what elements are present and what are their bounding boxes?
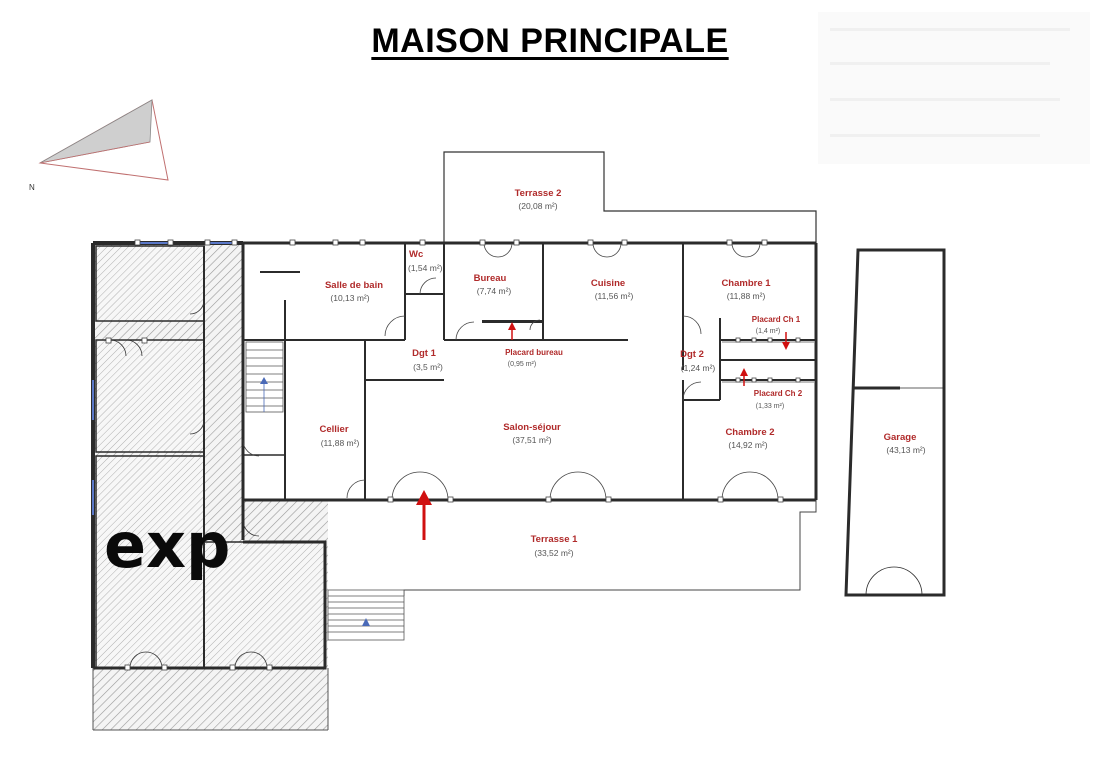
interior-staircase — [245, 341, 284, 413]
room-area-dgt1: (3,5 m²) — [413, 362, 443, 372]
exp-logo: exp — [104, 509, 230, 582]
left-wing-hatched — [91, 241, 329, 731]
entrance-arrow — [416, 490, 432, 540]
room-name-cuisine: Cuisine — [591, 278, 625, 289]
closet-rails — [722, 341, 814, 383]
garage-walls — [844, 248, 946, 597]
room-name-bureau: Bureau — [474, 273, 507, 284]
placard-ch2-arrow — [740, 368, 748, 386]
room-area-placard-bureau: (0,95 m²) — [508, 361, 536, 368]
compass-icon — [38, 99, 169, 181]
room-name-placard-bureau: Placard bureau — [505, 348, 563, 357]
room-area-placard-ch2: (1,33 m²) — [756, 403, 784, 410]
room-name-placard-ch2: Placard Ch 2 — [754, 389, 803, 398]
room-area-cellier: (11,88 m²) — [321, 438, 360, 448]
room-area-chambre2: (14,92 m²) — [728, 440, 767, 450]
room-name-terrasse2: Terrasse 2 — [515, 188, 562, 199]
room-name-placard-ch1: Placard Ch 1 — [752, 315, 801, 324]
room-name-dgt2: Dgt 2 — [680, 349, 704, 360]
room-area-bureau: (7,74 m²) — [477, 286, 512, 296]
terrasse2-outline — [443, 151, 817, 243]
placard-bureau-arrow — [508, 322, 516, 340]
room-area-dgt2: (1,24 m²) — [681, 363, 716, 373]
room-area-garage: (43,13 m²) — [886, 445, 925, 455]
room-name-salle-de-bain: Salle de bain — [325, 280, 383, 291]
compass-north-label: N — [29, 183, 35, 192]
placard-ch1-arrow — [782, 332, 790, 350]
svg-text:exp: exp — [104, 509, 230, 582]
room-area-salle-de-bain: (10,13 m²) — [330, 293, 369, 303]
opening-markers — [105, 239, 801, 671]
room-name-terrasse1: Terrasse 1 — [531, 534, 579, 545]
room-name-cellier: Cellier — [319, 424, 348, 435]
room-name-chambre1: Chambre 1 — [721, 278, 771, 289]
faded-legend-block — [818, 12, 1090, 164]
room-name-wc: Wc — [409, 249, 423, 260]
room-area-terrasse2: (20,08 m²) — [518, 201, 557, 211]
room-name-chambre2: Chambre 2 — [725, 427, 774, 438]
room-name-salon-sejour: Salon-séjour — [503, 422, 561, 433]
room-area-wc: (1,54 m²) — [408, 263, 443, 273]
door-swings — [242, 242, 779, 501]
room-area-cuisine: (11,56 m²) — [595, 291, 634, 301]
page-title: MAISON PRINCIPALE — [371, 22, 729, 60]
room-area-terrasse1: (33,52 m²) — [534, 548, 573, 558]
terrasse1-outline — [403, 500, 817, 596]
room-name-garage: Garage — [884, 432, 917, 443]
exterior-staircase — [327, 589, 405, 641]
room-area-chambre1: (11,88 m²) — [727, 291, 766, 301]
room-name-dgt1: Dgt 1 — [412, 348, 436, 359]
room-area-placard-ch1: (1,4 m²) — [756, 328, 781, 335]
room-area-salon-sejour: (37,51 m²) — [512, 435, 551, 445]
